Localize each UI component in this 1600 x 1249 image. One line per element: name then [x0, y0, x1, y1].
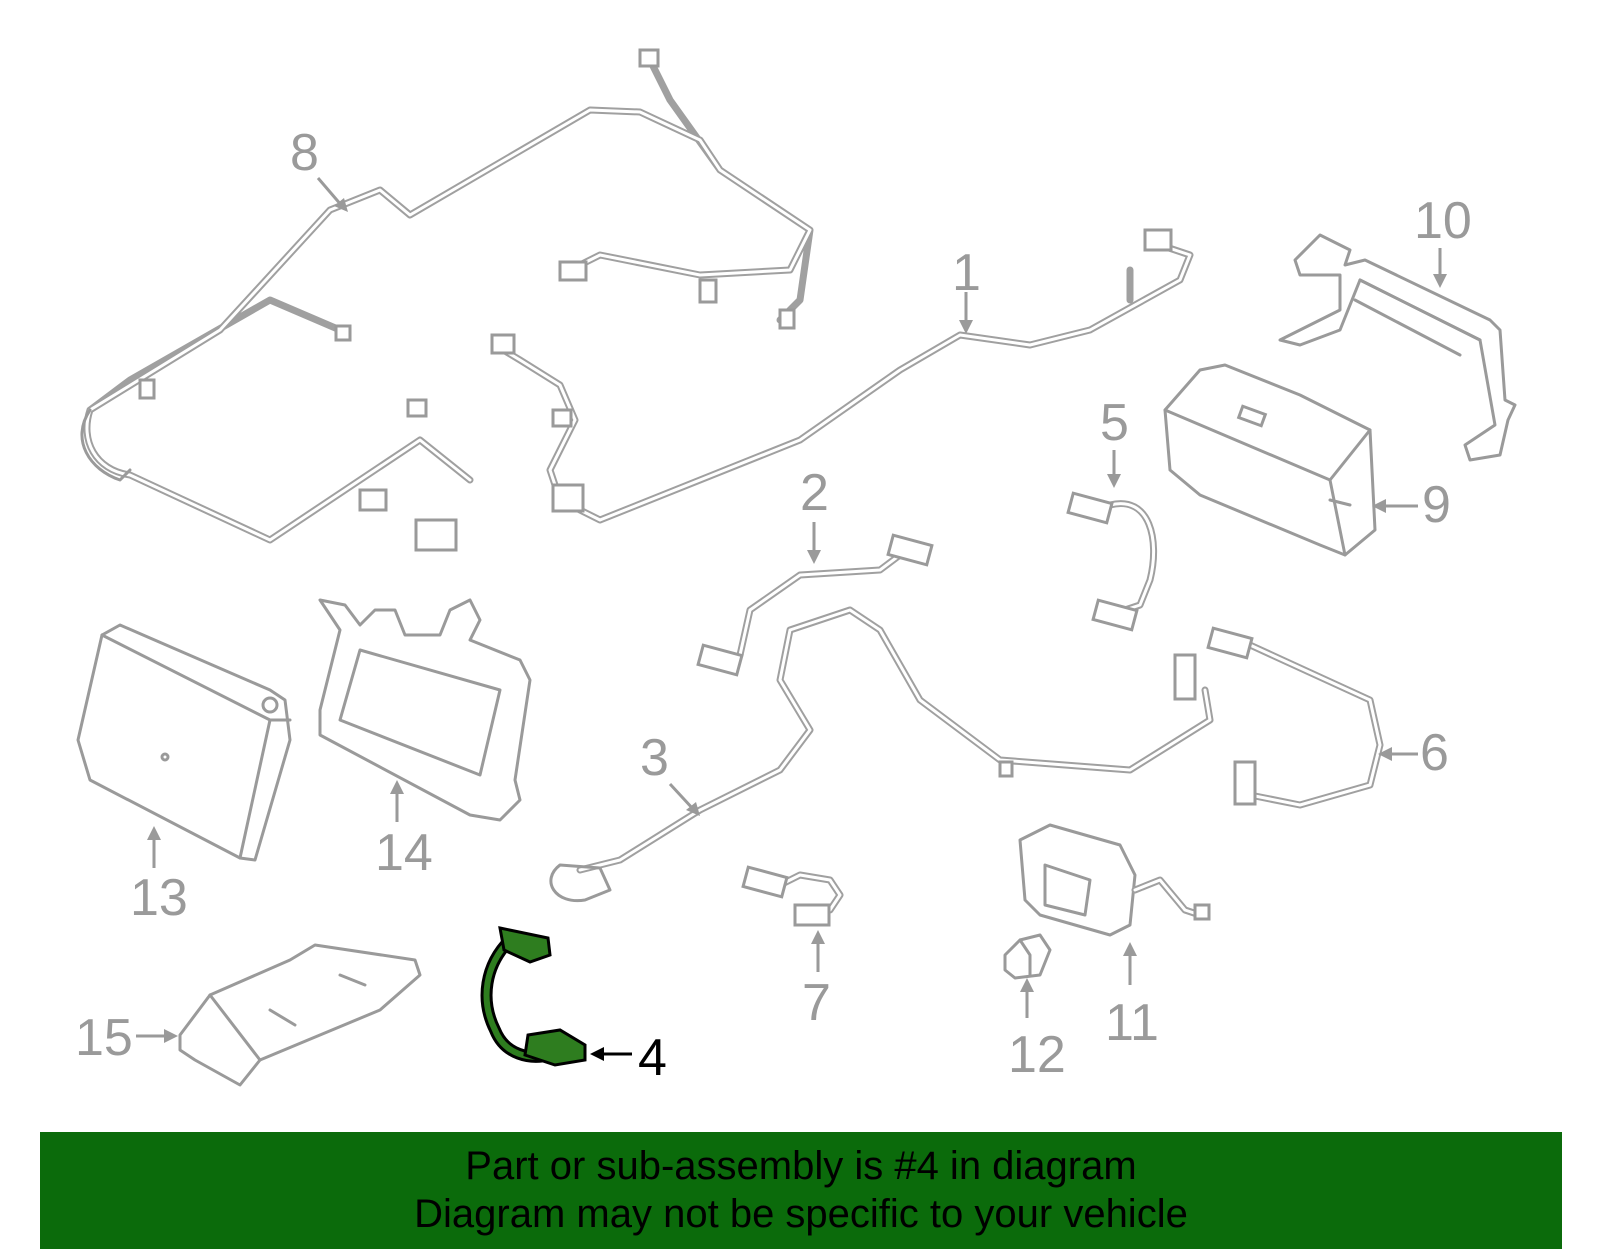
- part-11-module[interactable]: [1018, 823, 1211, 937]
- part-2-harness[interactable]: [696, 533, 934, 677]
- part-7-harness[interactable]: [741, 865, 844, 927]
- arrow-12: [1020, 978, 1034, 1018]
- arrow-4: [590, 1047, 632, 1061]
- callout-11: 11: [1105, 994, 1159, 1052]
- arrow-1: [959, 292, 973, 334]
- arrow-6: [1378, 747, 1418, 761]
- part-9-module[interactable]: [1163, 363, 1377, 557]
- arrow-9: [1372, 499, 1418, 513]
- part-15-module[interactable]: [178, 943, 422, 1087]
- arrow-11: [1123, 942, 1137, 985]
- arrow-7: [811, 930, 825, 972]
- part-3-harness[interactable]: [549, 606, 1214, 903]
- banner-line-2: Diagram may not be specific to your vehi…: [414, 1192, 1188, 1236]
- callout-14: 14: [375, 824, 433, 882]
- callout-12: 12: [1008, 1026, 1066, 1084]
- part-8-harness[interactable]: [80, 48, 814, 552]
- banner-line-1: Part or sub-assembly is #4 in diagram: [465, 1144, 1137, 1188]
- callout-9: 9: [1422, 476, 1451, 534]
- arrow-13: [147, 826, 161, 868]
- part-12-sensor[interactable]: [1003, 933, 1052, 980]
- arrow-3: [668, 782, 700, 816]
- callout-10: 10: [1414, 192, 1472, 250]
- part-1-harness[interactable]: [490, 228, 1194, 524]
- arrow-14: [390, 780, 404, 822]
- part-10-bracket[interactable]: [1278, 233, 1517, 462]
- part-5-harness[interactable]: [1066, 491, 1158, 632]
- part-6-harness[interactable]: [1206, 626, 1384, 809]
- arrow-10: [1433, 248, 1447, 288]
- connector-icon: [638, 48, 660, 68]
- callout-7: 7: [802, 974, 831, 1032]
- arrow-15: [136, 1029, 178, 1043]
- callout-4: 4: [638, 1029, 667, 1087]
- callout-13: 13: [130, 869, 188, 927]
- callout-8: 8: [290, 124, 319, 182]
- callout-3: 3: [640, 729, 669, 787]
- part-4-harness-highlighted[interactable]: [480, 926, 587, 1067]
- callout-15: 15: [75, 1009, 133, 1067]
- info-banner: Part or sub-assembly is #4 in diagram Di…: [40, 1132, 1562, 1249]
- callout-2: 2: [800, 464, 829, 522]
- callout-5: 5: [1100, 394, 1129, 452]
- arrow-2: [807, 522, 821, 564]
- arrow-8: [316, 177, 348, 212]
- part-13-module[interactable]: [76, 623, 292, 862]
- part-14-bracket[interactable]: [318, 598, 532, 822]
- arrow-5: [1107, 450, 1121, 488]
- callout-6: 6: [1420, 724, 1449, 782]
